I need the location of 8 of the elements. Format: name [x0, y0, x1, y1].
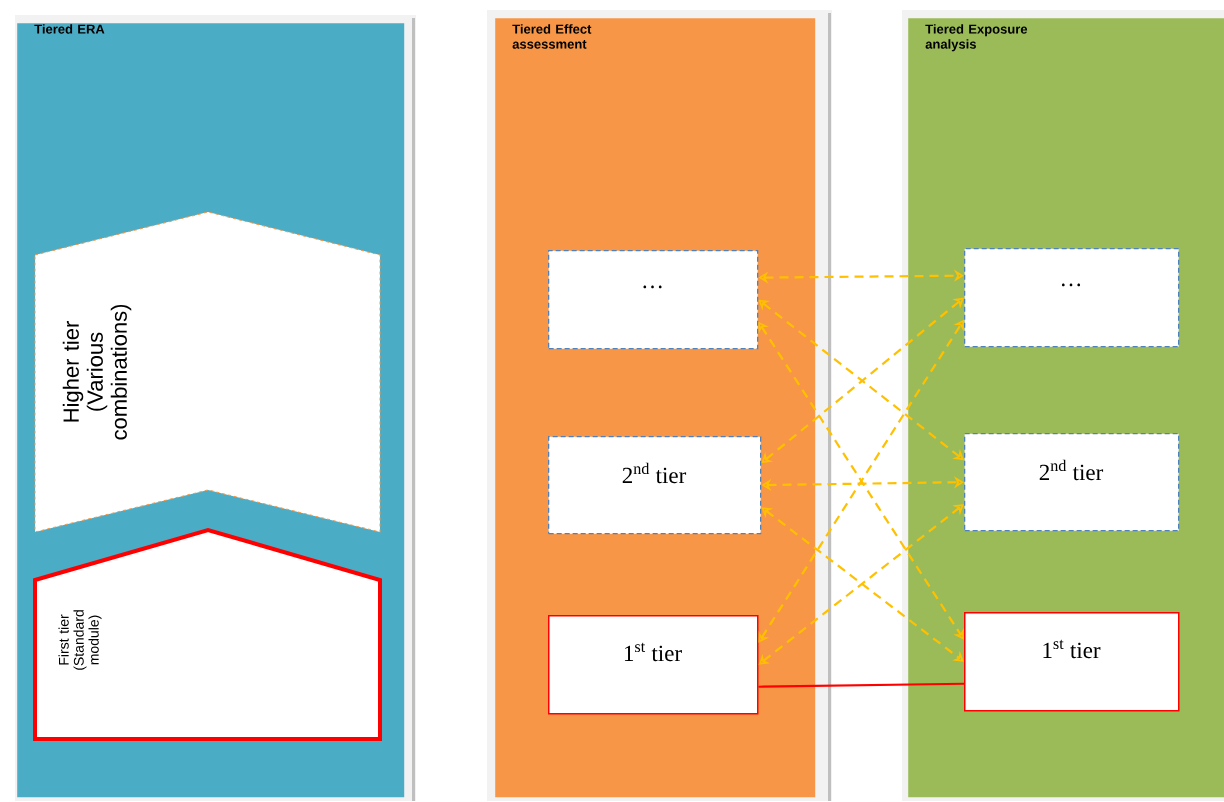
connector — [758, 682, 965, 688]
tier-box: 1$^{st}$ tier — [548, 615, 759, 715]
tier-box: … — [548, 250, 759, 350]
higher-tier-chevron: Higher tier (Various combinations) — [34, 211, 381, 533]
tier-box: 2$^{nd}$ tier — [964, 433, 1180, 532]
tier-box: 1$^{st}$ tier — [964, 612, 1180, 712]
tier-box: 2$^{nd}$ tier — [548, 436, 762, 535]
tier-box: … — [964, 248, 1180, 348]
